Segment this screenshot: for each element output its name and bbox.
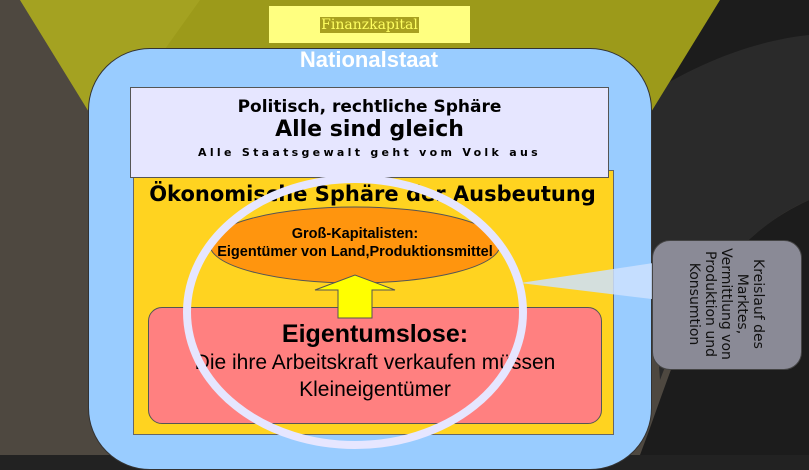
political-sphere-subline: Alle Staatsgewalt geht vom Volk aus [198, 146, 541, 159]
market-callout [652, 240, 802, 370]
callout-line: Vermittlung von [717, 248, 734, 360]
propertyless-line-1: Die ihre Arbeitskraft verkaufen müssen [194, 351, 556, 374]
callout-line: Kreislauf des [749, 259, 766, 349]
callout-line: Marktes, [733, 273, 750, 335]
economic-sphere-title: Ökonomische Sphäre der Ausbeutung [149, 182, 596, 206]
political-sphere-title: Politisch, rechtliche Sphäre [237, 97, 502, 117]
propertyless-title: Eigentumslose: [281, 320, 469, 348]
market-callout-text: Kreislauf des Marktes, Vermittlung von P… [652, 240, 800, 368]
finance-capital-box: Finanzkapital [269, 6, 470, 43]
callout-line: Produktion und [701, 251, 718, 357]
capitalists-text: Groß-Kapitalisten: Eigentümer von Land,P… [170, 225, 540, 261]
capitalists-line-1: Groß-Kapitalisten: [291, 226, 419, 242]
propertyless-line-2: Kleineigentümer [299, 378, 451, 401]
capitalists-line-2: Eigentümer von Land,Produktionsmittel [217, 244, 493, 260]
finance-capital-label: Finanzkapital [320, 16, 419, 33]
political-sphere-box: Politisch, rechtliche Sphäre Alle sind g… [130, 87, 609, 178]
political-sphere-headline: Alle sind gleich [275, 117, 464, 142]
propertyless-box: Eigentumslose: Die ihre Arbeitskraft ver… [148, 307, 602, 424]
callout-line: Konsumtion [685, 262, 702, 346]
nation-state-title: Nationalstaat [299, 47, 439, 72]
